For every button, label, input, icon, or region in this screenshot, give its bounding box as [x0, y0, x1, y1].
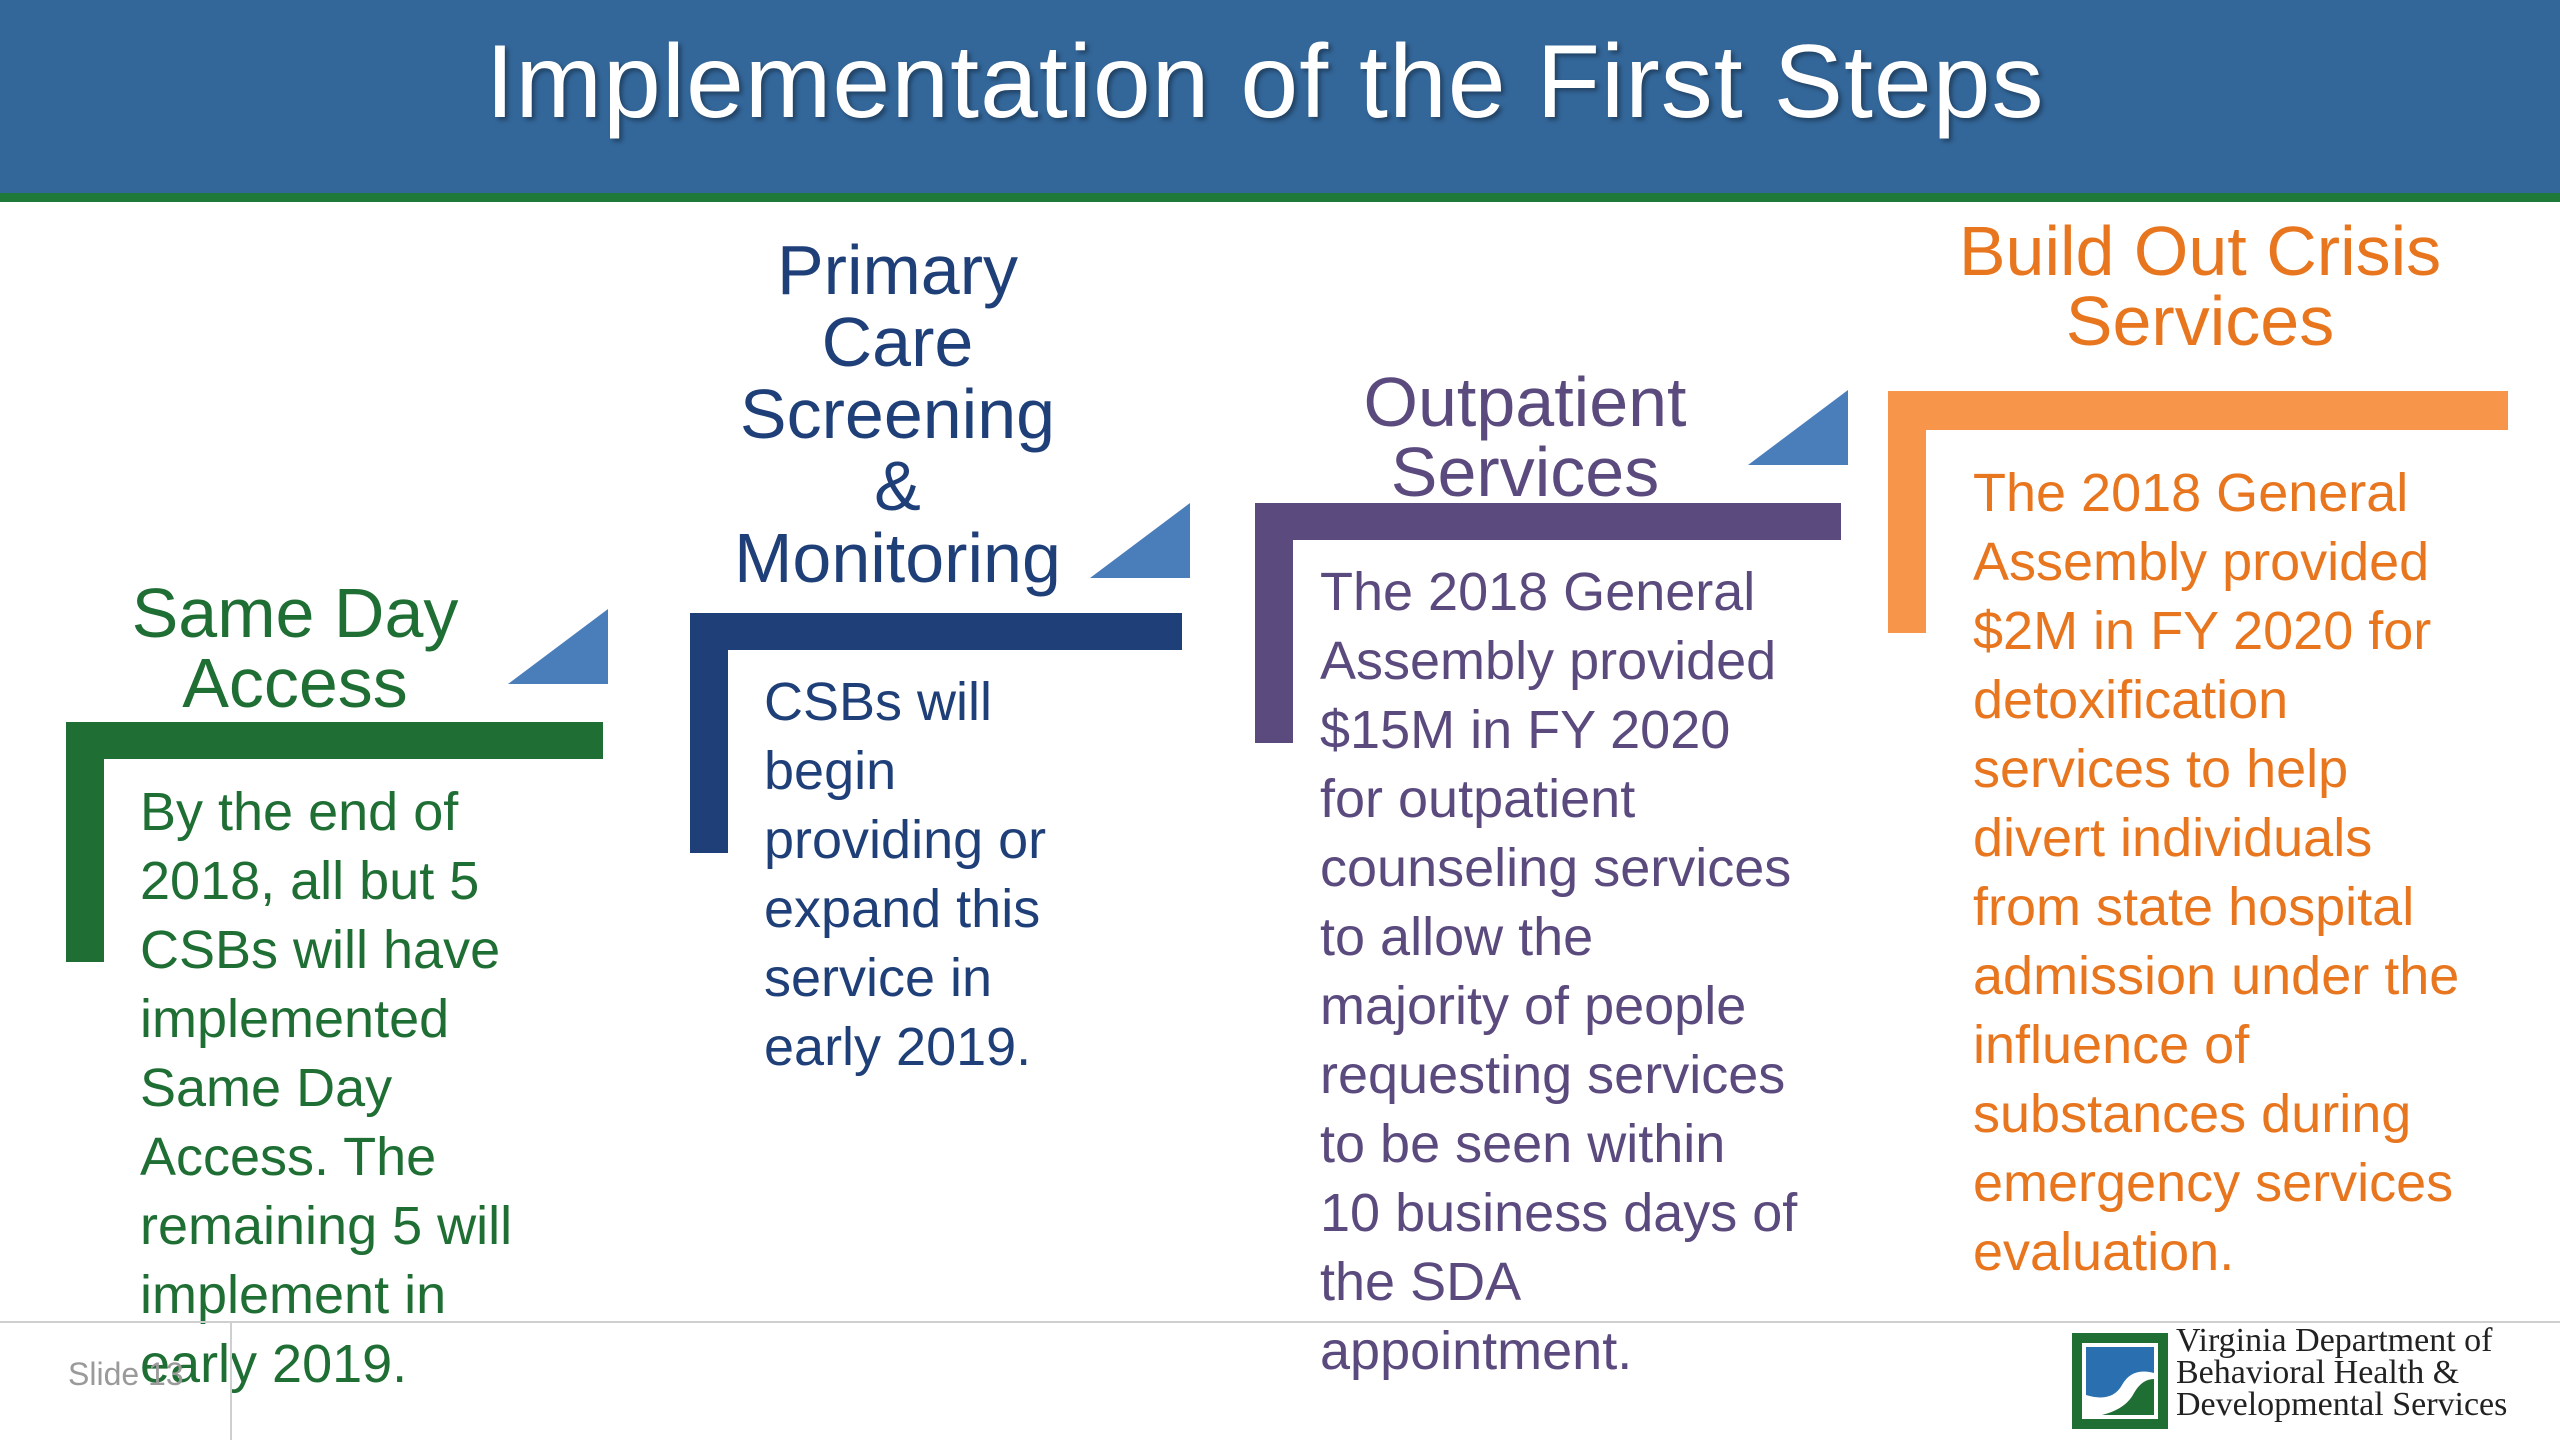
step-bar-vertical: [690, 613, 728, 853]
step-bar-vertical: [1888, 391, 1926, 633]
step-heading: Primary Care Screening & Monitoring: [734, 231, 1061, 597]
arrow-triangle-icon: [1090, 503, 1190, 578]
title-band: [0, 0, 2560, 193]
step-bar-horizontal: [66, 722, 603, 759]
title-underline: [0, 193, 2560, 202]
step-description: CSBs will begin providing or expand this…: [764, 672, 1047, 1077]
step-description: By the end of 2018, all but 5 CSBs will …: [140, 782, 513, 1394]
footer-divider-line: [0, 1321, 2560, 1323]
step-heading: Build Out Crisis Services: [1958, 212, 2442, 360]
step-bar-horizontal: [690, 613, 1182, 650]
step-bar-horizontal: [1888, 391, 2508, 430]
slide-title: Implementation of the First Steps: [485, 24, 2045, 140]
slide-number: Slide 13: [68, 1356, 184, 1392]
dbhds-logo: Virginia Department of Behavioral Health…: [2072, 1322, 2552, 1435]
dbhds-emblem-icon: [2072, 1333, 2168, 1429]
arrow-triangle-icon: [1748, 390, 1848, 465]
step-bar-vertical: [1255, 503, 1293, 743]
step-heading: Same Day Access: [131, 574, 459, 722]
step-heading: Outpatient Services: [1363, 363, 1687, 511]
arrow-triangle-icon: [508, 609, 608, 684]
step-description: The 2018 General Assembly provided $15M …: [1320, 562, 1798, 1381]
step-bar-vertical: [66, 722, 104, 962]
step-bar-horizontal: [1255, 503, 1841, 540]
step-description: The 2018 General Assembly provided $2M i…: [1973, 463, 2460, 1282]
footer-vertical-divider: [230, 1323, 232, 1440]
dbhds-logo-text: Virginia Department of Behavioral Health…: [2176, 1322, 2508, 1423]
